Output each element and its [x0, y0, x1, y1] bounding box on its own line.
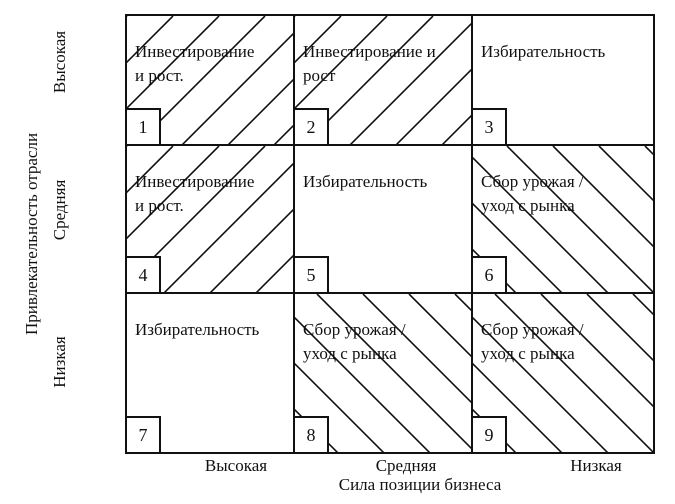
cell-number-box: 8 [295, 416, 329, 452]
matrix-cell-6: Сбор урожая / уход с рынка 6 [471, 144, 655, 294]
cell-number-box: 4 [127, 256, 161, 292]
cell-strategy-label: Избирательность [481, 42, 606, 61]
row-label-medium: Средняя [50, 179, 69, 241]
hatch-pattern [473, 294, 653, 452]
matrix-cell-1: Инвестирование и рост. 1 [125, 14, 295, 146]
col-label-low: Низкая [570, 456, 622, 475]
cell-number-box: 1 [127, 108, 161, 144]
cell-strategy-label: Избирательность [303, 172, 428, 191]
cell-number-box: 3 [473, 108, 507, 144]
row-label-high: Высокая [50, 30, 69, 94]
row-label-low: Низкая [50, 336, 69, 388]
matrix-cell-3: Избирательность 3 [471, 14, 655, 146]
x-axis-title: Сила позиции бизнеса [338, 475, 502, 494]
cell-strategy-label: Избирательность [135, 320, 260, 339]
matrix-cell-8: Сбор урожая / уход с рынка 8 [293, 292, 473, 454]
y-axis-title: Привлекательность отрасли [22, 132, 41, 336]
cell-strategy-label: Инвестирование и рост. [135, 42, 255, 85]
cell-strategy-label: Сбор урожая / уход с рынка [481, 320, 584, 363]
col-label-high: Высокая [204, 456, 268, 475]
matrix-cell-7: Избирательность 7 [125, 292, 295, 454]
cell-number-box: 7 [127, 416, 161, 452]
cell-strategy-label: Сбор урожая / уход с рынка [303, 320, 406, 363]
matrix-cell-9: Сбор урожая / уход с рынка 9 [471, 292, 655, 454]
cell-strategy-label: Инвестирование и рост [303, 42, 436, 85]
cell-number-box: 6 [473, 256, 507, 292]
matrix-cell-4: Инвестирование и рост. 4 [125, 144, 295, 294]
cell-strategy-label: Инвестирование и рост. [135, 172, 255, 215]
matrix-cell-5: Избирательность 5 [293, 144, 473, 294]
cell-strategy-label: Сбор урожая / уход с рынка [481, 172, 584, 215]
cell-number-box: 5 [295, 256, 329, 292]
col-label-medium: Средняя [375, 456, 437, 475]
matrix-cell-2: Инвестирование и рост 2 [293, 14, 473, 146]
cell-number-box: 9 [473, 416, 507, 452]
cell-number-box: 2 [295, 108, 329, 144]
